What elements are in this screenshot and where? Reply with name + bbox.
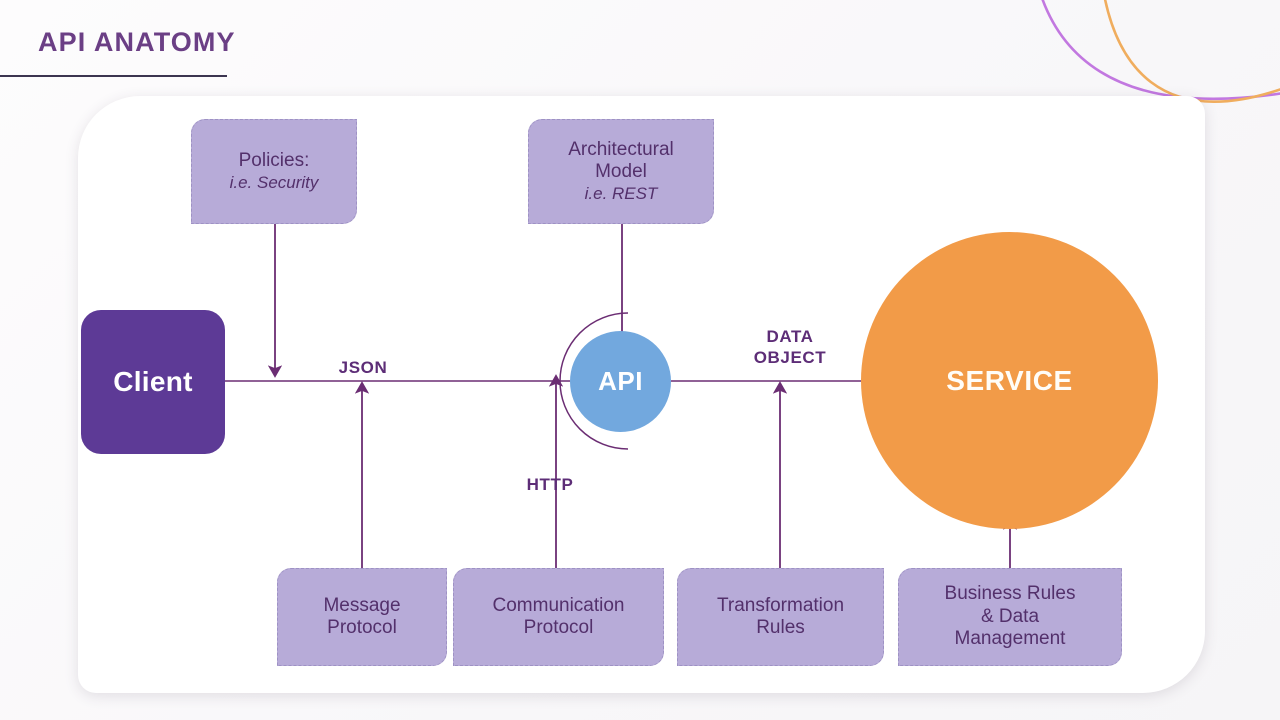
edge-label-data-object: DATA OBJECT [730, 326, 850, 369]
box-business-rules[interactable]: Business Rules & Data Management [898, 568, 1122, 666]
node-client-label: Client [113, 366, 193, 397]
box-architectural-model-line1: Architectural [568, 139, 674, 161]
box-architectural-model-subtitle: i.e. REST [584, 183, 658, 203]
box-transformation-rules-line1: Transformation [716, 594, 845, 616]
box-message-protocol-line2: Protocol [327, 617, 397, 638]
title-underline [0, 75, 227, 77]
box-policies-title: Policies: [238, 150, 310, 172]
node-api[interactable]: API [570, 331, 671, 432]
box-transformation-rules-line2: Rules [756, 617, 805, 638]
box-business-rules-line3: Management [954, 628, 1066, 650]
node-service[interactable]: SERVICE [861, 232, 1158, 529]
box-message-protocol[interactable]: Message Protocol [277, 568, 447, 666]
box-policies-subtitle: i.e. Security [229, 172, 319, 192]
box-communication-protocol-line2: Protocol [523, 617, 594, 638]
box-business-rules-line2: & Data [980, 605, 1040, 627]
box-architectural-model-line2: Model [595, 161, 647, 183]
edge-label-http: HTTP [526, 475, 574, 494]
node-service-label: SERVICE [946, 364, 1073, 396]
box-message-protocol-line1: Message [323, 594, 401, 616]
box-architectural-model[interactable]: Architectural Model i.e. REST [528, 119, 714, 224]
box-communication-protocol[interactable]: Communication Protocol [453, 568, 664, 666]
box-communication-protocol-line1: Communication [492, 594, 625, 616]
edge-label-data-object-line1: DATA [766, 327, 814, 346]
edge-label-data-object-line2: OBJECT [753, 348, 827, 368]
box-transformation-rules[interactable]: Transformation Rules [677, 568, 884, 666]
box-policies[interactable]: Policies: i.e. Security [191, 119, 357, 224]
node-api-label: API [598, 366, 643, 396]
box-business-rules-line1: Business Rules [944, 583, 1076, 605]
page-title: API ANATOMY [38, 27, 236, 57]
node-client[interactable]: Client [81, 310, 225, 454]
edge-label-json: JSON [338, 358, 388, 377]
